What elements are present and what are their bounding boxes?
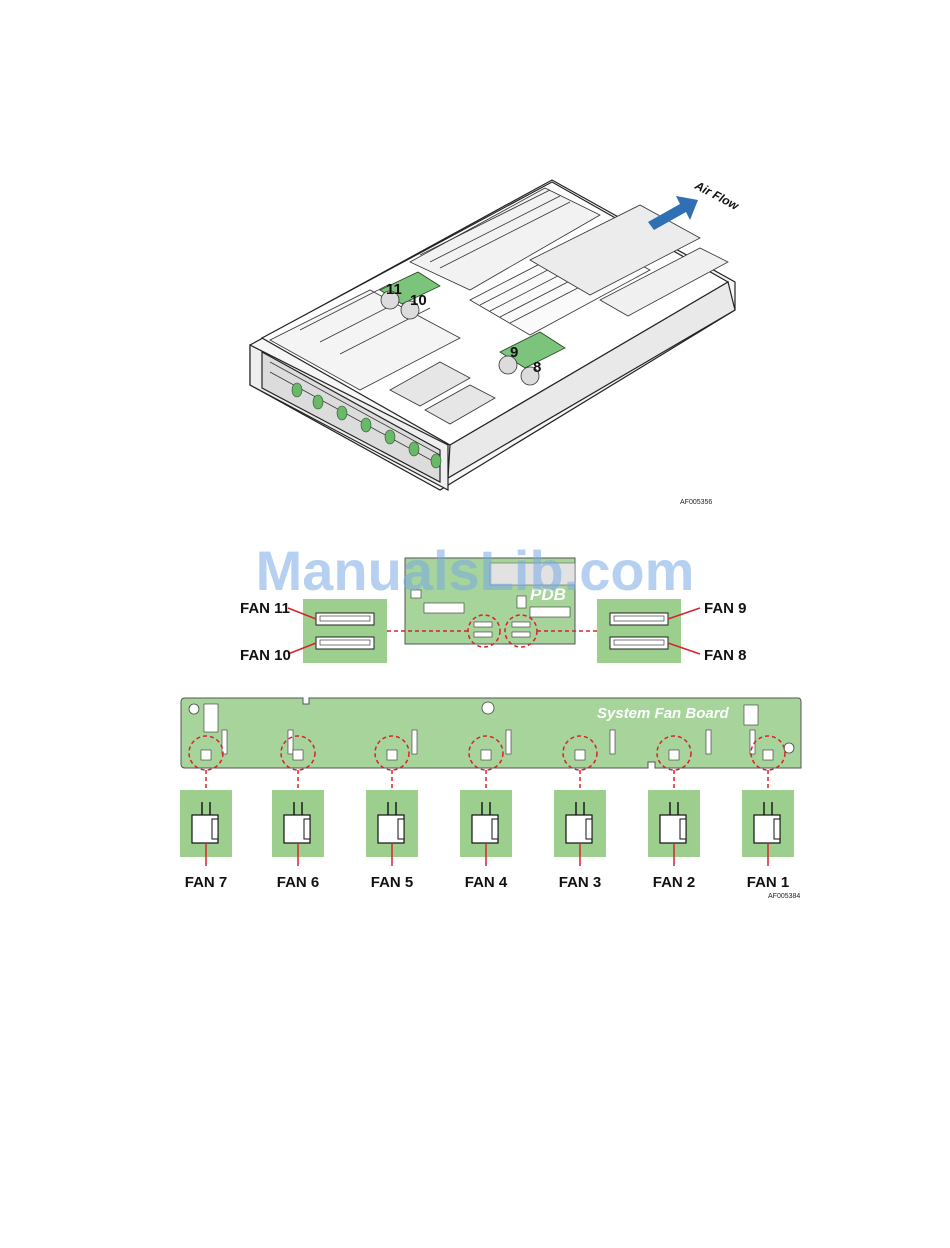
fan-1-connector-latch: [774, 819, 780, 839]
fan-3-label: FAN 3: [559, 874, 602, 891]
fan-5-label: FAN 5: [371, 874, 414, 891]
fan-4-label: FAN 4: [465, 874, 508, 891]
fan-1-board-header: [763, 750, 773, 760]
fan-7-label: FAN 7: [185, 874, 228, 891]
fan-6-label: FAN 6: [277, 874, 320, 891]
fan-2-label: FAN 2: [653, 874, 696, 891]
fan-3-board-header: [575, 750, 585, 760]
fan-6-connector-latch: [304, 819, 310, 839]
fan-2-connector-latch: [680, 819, 686, 839]
fan-5-connector-latch: [398, 819, 404, 839]
fan-7-board-header: [201, 750, 211, 760]
fan-2-board-header: [669, 750, 679, 760]
fan-6-board-header: [293, 750, 303, 760]
fan-5-board-header: [387, 750, 397, 760]
fan-4-connector-latch: [492, 819, 498, 839]
fan-3-connector-latch: [586, 819, 592, 839]
fan-7-connector-latch: [212, 819, 218, 839]
fan-1-label: FAN 1: [747, 874, 790, 891]
fan-4-board-header: [481, 750, 491, 760]
